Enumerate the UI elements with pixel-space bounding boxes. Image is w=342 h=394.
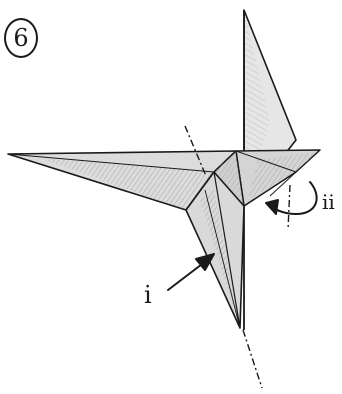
fold-line-upper-left (184, 125, 207, 177)
curved-arrow-icon (265, 181, 318, 215)
step-number-badge: 6 (4, 18, 38, 58)
left-wing-flap (7, 150, 237, 211)
label-ii: ii (322, 190, 335, 214)
fold-line-right (287, 184, 291, 231)
fold-lines (184, 125, 291, 389)
right-small-flap (235, 149, 321, 207)
straight-arrow-icon (167, 253, 215, 291)
fold-line-lower (242, 329, 263, 389)
lower-flap (185, 171, 245, 329)
label-i: i (144, 281, 152, 309)
step-number: 6 (13, 24, 29, 52)
